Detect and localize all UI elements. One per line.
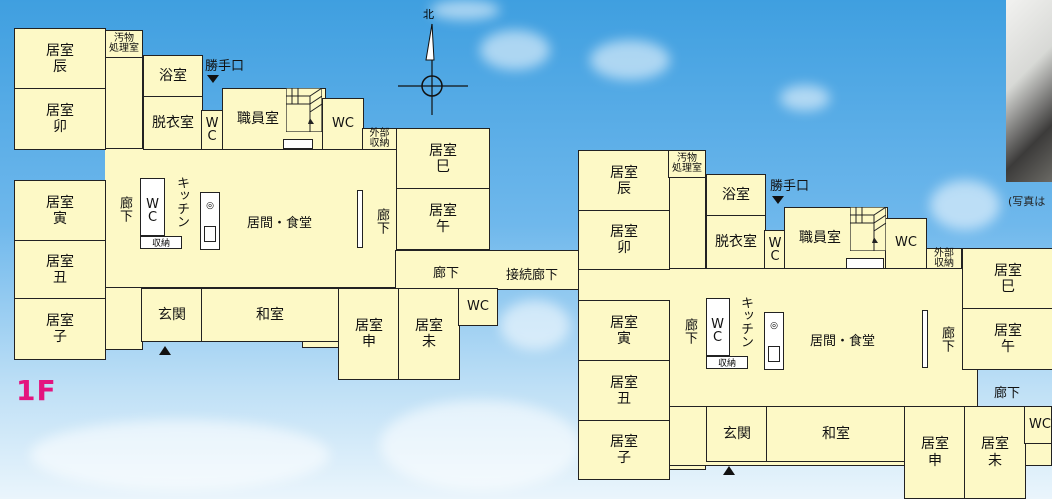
wc-bottom: WC bbox=[458, 288, 498, 326]
room-sheep: 居室 未 bbox=[398, 288, 460, 380]
room-horse: 居室 午 bbox=[962, 308, 1052, 370]
photo-fragment bbox=[1006, 0, 1052, 182]
cloud bbox=[500, 300, 570, 350]
cloud bbox=[380, 400, 580, 490]
outer-storage: 外部 収納 bbox=[926, 248, 962, 269]
compass-rose-icon bbox=[398, 23, 468, 115]
wc-staff: WC bbox=[322, 98, 364, 150]
corridor-mid-label: 廊下 bbox=[939, 326, 954, 352]
counter-bar bbox=[357, 190, 363, 248]
living-dining-label: 居間・食堂 bbox=[247, 216, 313, 231]
entrance-arrow-icon bbox=[159, 346, 171, 355]
room-tiger: 居室 寅 bbox=[578, 300, 670, 362]
bath-room: 浴室 bbox=[706, 174, 766, 217]
outer-storage: 外部 収納 bbox=[362, 128, 397, 150]
entrance: 玄関 bbox=[141, 288, 203, 342]
sink-fixture bbox=[283, 139, 313, 149]
room-rat: 居室 子 bbox=[578, 420, 670, 480]
back-door-arrow-icon bbox=[772, 196, 784, 204]
room-snake: 居室 巳 bbox=[396, 128, 490, 190]
corridor-horizontal-label: 廊下 bbox=[994, 386, 1021, 401]
back-door-label: 勝手口 bbox=[770, 179, 810, 194]
room-snake: 居室 巳 bbox=[962, 248, 1052, 310]
room-rat: 居室 子 bbox=[14, 298, 106, 360]
room-ox: 居室 丑 bbox=[14, 240, 106, 300]
entrance: 玄関 bbox=[706, 406, 768, 462]
photo-caption: (写真は bbox=[1008, 195, 1046, 208]
wc-small: W C bbox=[764, 230, 786, 269]
storage: 収納 bbox=[706, 356, 748, 369]
wc-small: W C bbox=[201, 110, 223, 150]
connecting-corridor-label: 接続廊下 bbox=[506, 268, 559, 283]
north-label: 北 bbox=[423, 8, 434, 21]
cloud bbox=[930, 180, 1000, 230]
living-dining-label: 居間・食堂 bbox=[810, 334, 876, 349]
waste-room: 汚物 処理室 bbox=[668, 150, 706, 178]
floor-label: 1F bbox=[16, 374, 57, 407]
room-sheep: 居室 未 bbox=[964, 406, 1026, 499]
japanese-room: 和室 bbox=[766, 406, 906, 462]
corridor-horizontal-label: 廊下 bbox=[433, 266, 460, 281]
dressing-room: 脱衣室 bbox=[706, 215, 766, 269]
entrance-arrow-icon bbox=[723, 466, 735, 475]
dressing-room: 脱衣室 bbox=[143, 96, 203, 150]
cloud bbox=[780, 85, 830, 111]
staircase-icon bbox=[850, 207, 886, 251]
stove-icon: ◎ bbox=[200, 192, 220, 250]
corridor-mid-label: 廊下 bbox=[374, 208, 389, 234]
room-monkey: 居室 申 bbox=[904, 406, 966, 499]
room-monkey: 居室 申 bbox=[338, 288, 400, 380]
wc-staff: WC bbox=[885, 218, 927, 269]
kitchen-label: キッチン bbox=[174, 176, 189, 228]
cloud bbox=[430, 0, 500, 20]
cloud bbox=[480, 30, 550, 70]
kitchen-wc: W C bbox=[711, 317, 724, 345]
counter-bar bbox=[922, 310, 928, 368]
room-dragon: 居室 辰 bbox=[578, 150, 670, 212]
kitchen-wc: W C bbox=[146, 197, 159, 225]
japanese-room: 和室 bbox=[201, 288, 339, 342]
wc-bottom: WC bbox=[1024, 406, 1052, 444]
cloud bbox=[30, 420, 330, 490]
room-dragon: 居室 辰 bbox=[14, 28, 106, 90]
room-horse: 居室 午 bbox=[396, 188, 490, 250]
room-ox: 居室 丑 bbox=[578, 360, 670, 422]
sink-fixture bbox=[846, 258, 884, 269]
corridor-left-label: 廊下 bbox=[117, 196, 132, 222]
room-rabbit: 居室 卯 bbox=[14, 88, 106, 150]
storage: 収納 bbox=[140, 236, 182, 249]
room-tiger: 居室 寅 bbox=[14, 180, 106, 242]
corridor-left-label: 廊下 bbox=[682, 318, 697, 344]
staircase-icon bbox=[286, 88, 322, 132]
kitchen-wc-partition bbox=[140, 178, 165, 236]
kitchen-label: キッチン bbox=[738, 296, 753, 348]
waste-room: 汚物 処理室 bbox=[105, 30, 143, 58]
bath-room: 浴室 bbox=[143, 55, 203, 98]
room-rabbit: 居室 卯 bbox=[578, 210, 670, 270]
horizontal-corridor bbox=[395, 250, 580, 290]
back-door-label: 勝手口 bbox=[205, 59, 245, 74]
cloud bbox=[590, 40, 670, 80]
back-door-arrow-icon bbox=[207, 75, 219, 83]
kitchen-wc-partition bbox=[706, 298, 730, 356]
stove-icon: ◎ bbox=[764, 312, 784, 370]
